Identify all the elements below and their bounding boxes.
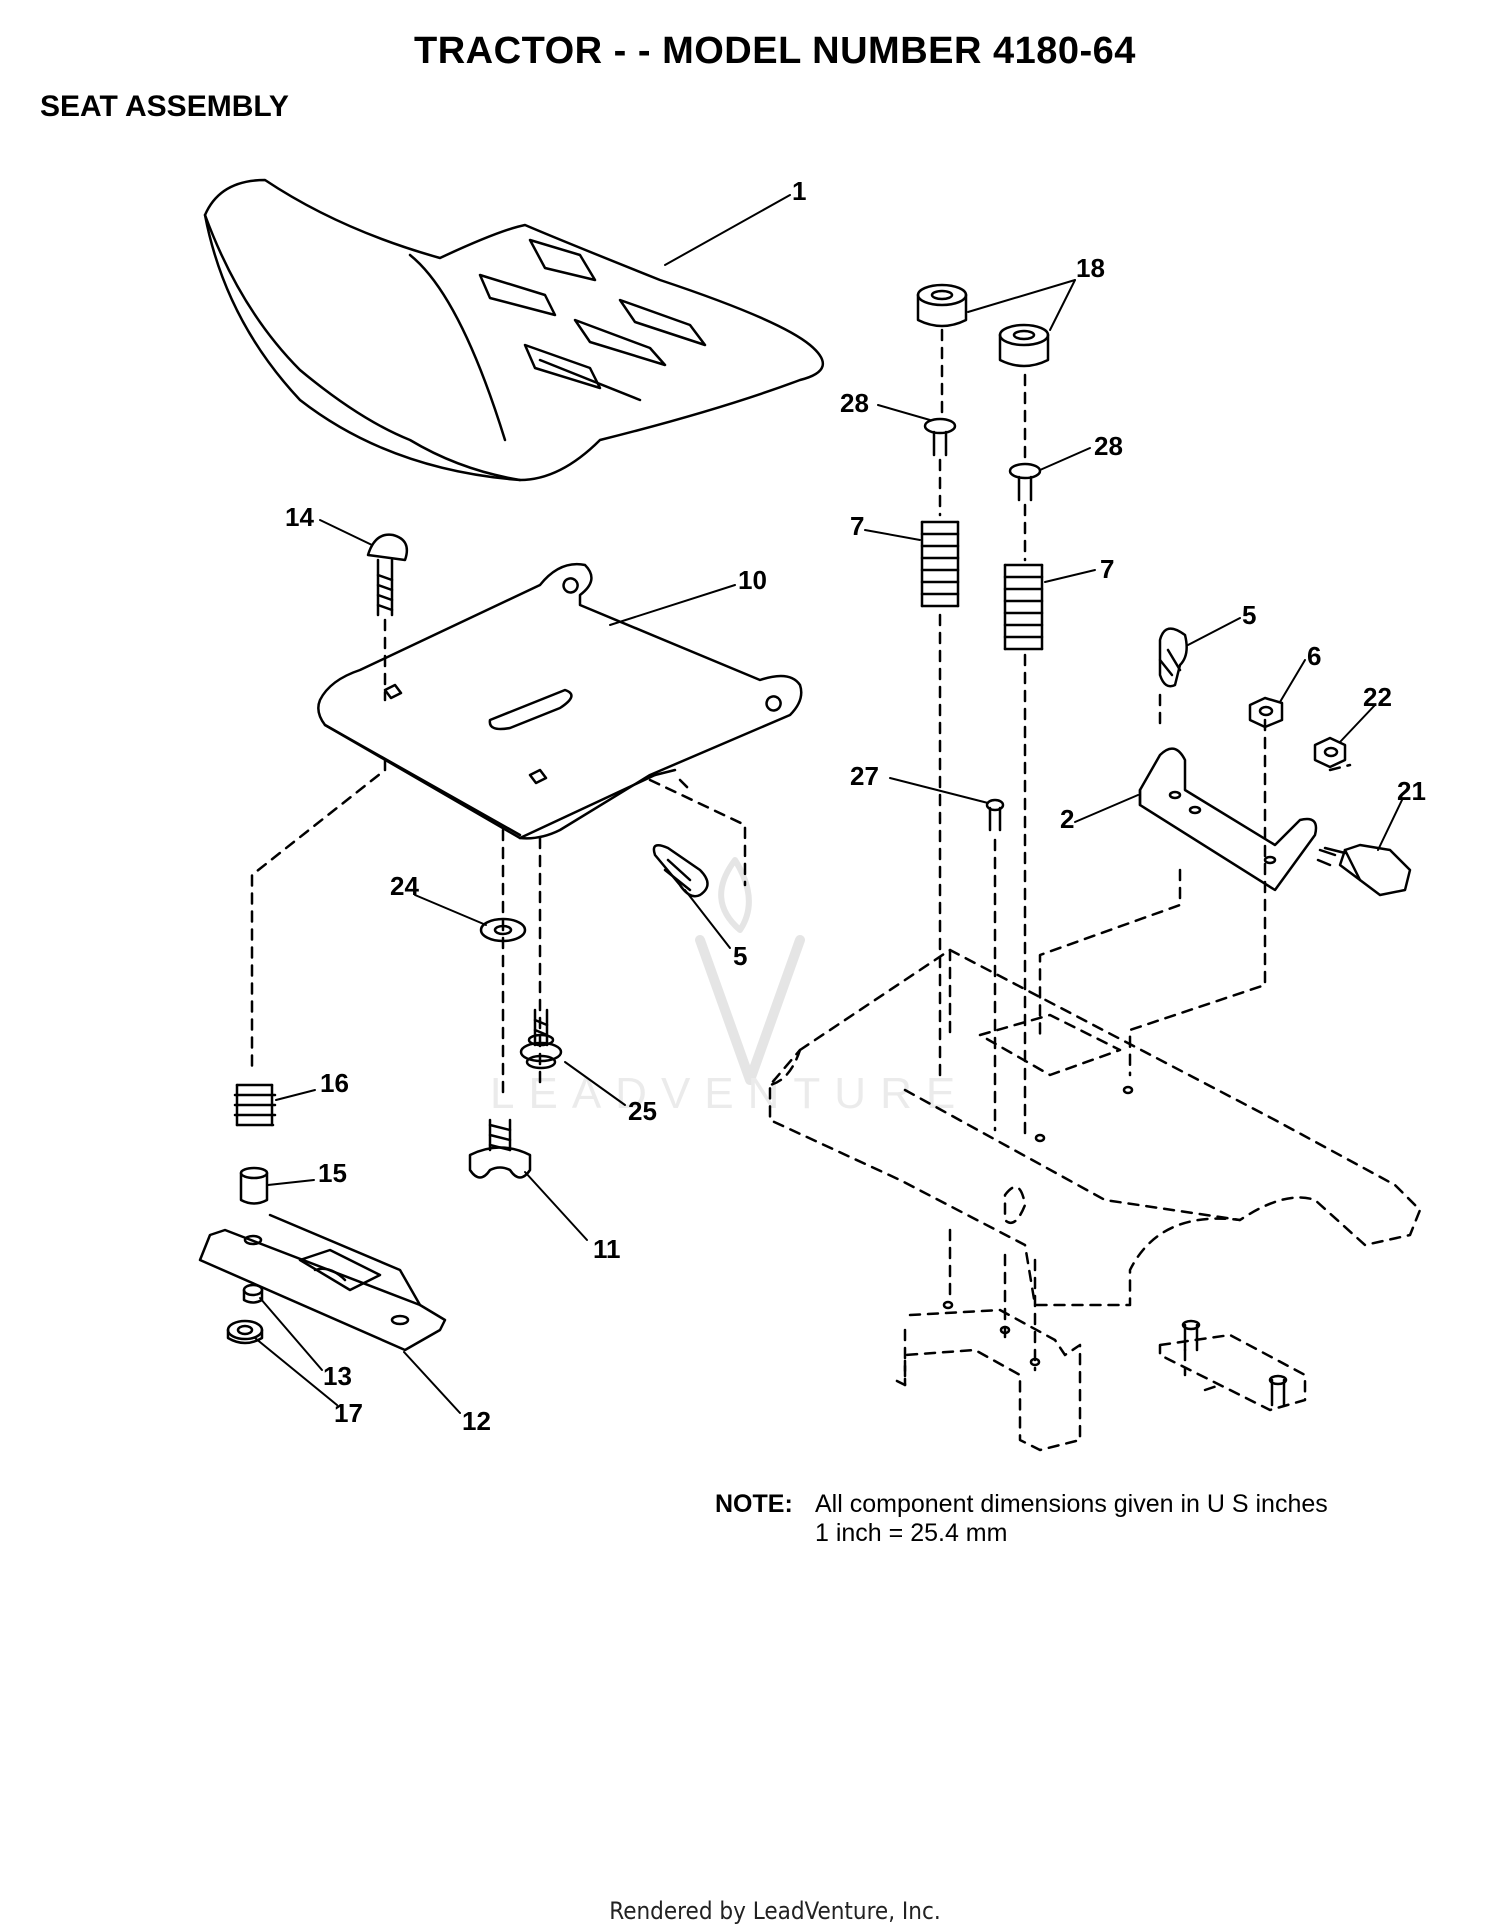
callout-28-right: 28	[1094, 431, 1123, 461]
callout-28-left: 28	[840, 388, 869, 418]
section-title: SEAT ASSEMBLY	[40, 90, 289, 123]
washer-part-24	[479, 917, 527, 943]
pin-part-27	[985, 798, 1005, 832]
callout-18: 18	[1076, 253, 1105, 283]
leader-lines	[254, 194, 1403, 1414]
callout-24: 24	[390, 871, 419, 901]
tractor-frame	[768, 948, 1422, 1452]
callout-7-left: 7	[850, 511, 864, 541]
bumper-part-18-left	[916, 283, 968, 328]
frame-studs	[942, 1085, 1288, 1407]
assembly-guides-left	[250, 758, 747, 1102]
leadventure-watermark: LEADVENTURE	[490, 857, 969, 1118]
callout-1: 1	[792, 176, 806, 206]
bolt-part-21	[1316, 843, 1412, 897]
spring-part-7-right	[1003, 563, 1044, 651]
callout-12: 12	[462, 1406, 491, 1436]
clip-part-5-right	[1158, 627, 1188, 688]
seat-pan-part-10	[317, 562, 803, 840]
callout-13: 13	[323, 1361, 352, 1391]
part-callouts: 1 18 28 28 7 7 14 10 5 6 22 21 27 2 24 5…	[285, 176, 1426, 1436]
watermark-text: LEADVENTURE	[490, 1069, 969, 1118]
nut-part-6	[1248, 696, 1284, 729]
assembly-guides-center	[938, 328, 1352, 1137]
spring-part-16	[233, 1083, 277, 1127]
spring-part-7-left	[920, 520, 960, 608]
callout-27: 27	[850, 761, 879, 791]
callout-10: 10	[738, 565, 767, 595]
callout-17: 17	[334, 1398, 363, 1428]
callout-5-right: 5	[1242, 600, 1256, 630]
note-label: NOTE:	[715, 1490, 793, 1518]
carriage-bolt-part-14	[366, 533, 409, 702]
callout-7-right: 7	[1100, 554, 1114, 584]
plate-part-12	[198, 1213, 447, 1352]
callout-11: 11	[593, 1234, 621, 1264]
shoulder-bolt-part-25	[519, 1008, 563, 1070]
bumper-part-18-right	[998, 323, 1050, 368]
note-line-2: 1 inch = 25.4 mm	[815, 1519, 1008, 1547]
locknut-part-17	[226, 1319, 264, 1345]
screw-part-28-right	[1008, 462, 1042, 502]
spacer-part-15	[239, 1166, 269, 1205]
nut-part-13	[242, 1283, 264, 1304]
rendered-by-footer: Rendered by LeadVenture, Inc.	[609, 1897, 941, 1925]
screw-part-28-left	[923, 417, 957, 457]
callout-15: 15	[318, 1158, 347, 1188]
seat-part-1	[203, 178, 825, 482]
callout-6: 6	[1307, 641, 1321, 671]
bracket-part-2	[1138, 747, 1318, 892]
nut-part-22	[1313, 736, 1347, 769]
callout-16: 16	[320, 1068, 349, 1098]
page-title: TRACTOR - - MODEL NUMBER 4180-64	[414, 30, 1136, 72]
callout-14: 14	[285, 502, 314, 532]
callout-2: 2	[1060, 804, 1074, 834]
callout-5-left: 5	[733, 941, 747, 971]
clip-part-5-left	[652, 843, 709, 898]
knob-part-11	[468, 1118, 532, 1179]
note-line-1: All component dimensions given in U S in…	[815, 1490, 1328, 1518]
dimension-note: NOTE: All component dimensions given in U…	[715, 1490, 1328, 1548]
callout-25: 25	[628, 1096, 657, 1126]
callout-21: 21	[1397, 776, 1426, 806]
callout-22: 22	[1363, 682, 1392, 712]
